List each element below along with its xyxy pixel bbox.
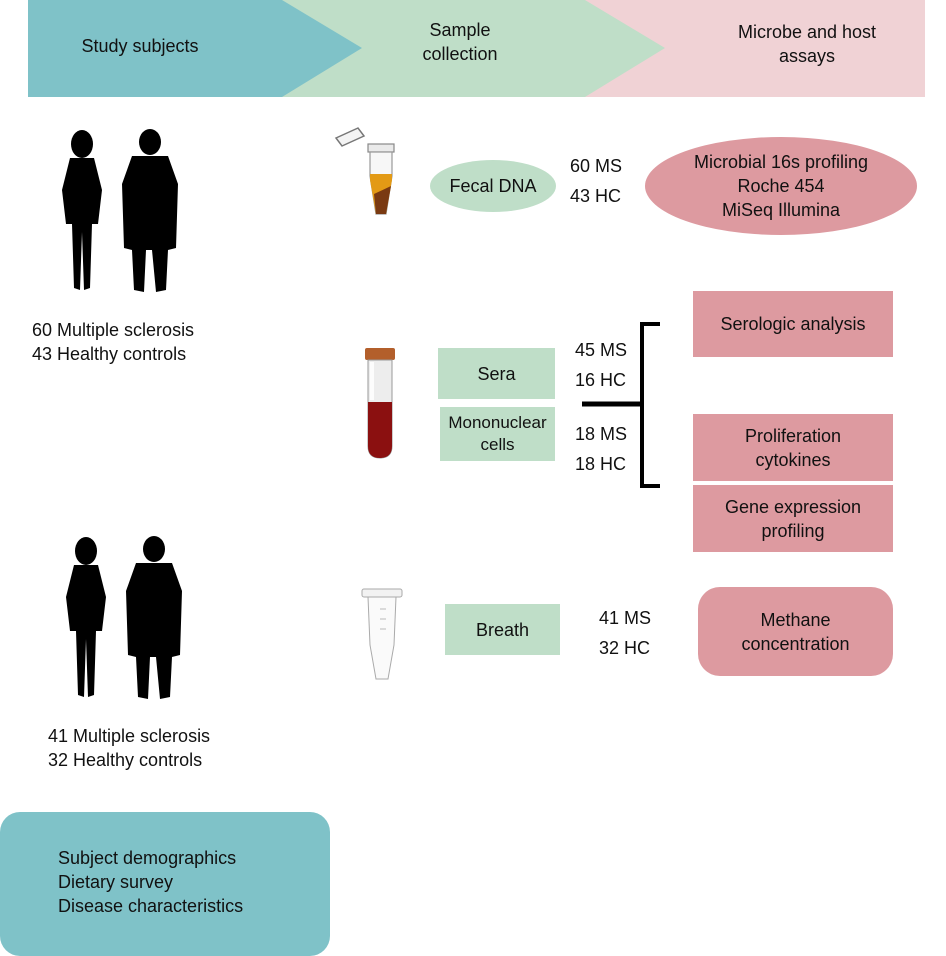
breath-tube-icon [361,588,403,680]
header-banner [28,0,925,97]
person-silhouette-icon [66,536,182,699]
mono-counts: 18 MS 18 HC [575,419,627,479]
sera-box: Sera [438,348,555,399]
header-assays: Microbe and host assays [712,20,902,68]
footer-dietary: Dietary survey [58,872,174,892]
sera-ms-count: 45 MS [575,340,628,360]
mononuclear-line2: cells [480,435,515,454]
microbial-profiling-oval: Microbial 16s profiling Roche 454 MiSeq … [645,137,917,235]
header-assays-line2: assays [778,46,836,66]
blood-tube-icon [365,348,395,459]
header-sample-line2: collection [422,44,498,64]
sera-hc-count: 16 HC [575,370,627,390]
breath-ms-count: 41 MS [599,608,652,628]
microbial-line2: Roche 454 [737,176,825,196]
microbial-line1: Microbial 16s profiling [693,152,869,172]
microbial-line3: MiSeq Illumina [721,200,841,220]
methane-box: Methane concentration [698,587,893,676]
methane-line2: concentration [741,633,850,654]
cohort1-labels: 60 Multiple sclerosis 43 Healthy control… [32,318,194,366]
mononuclear-box: Mononuclear cells [440,407,555,461]
cohort1-ms: 60 Multiple sclerosis [32,320,195,340]
methane-line1: Methane [760,609,831,630]
cohort2-labels: 41 Multiple sclerosis 32 Healthy control… [48,724,210,772]
cohort2-ms: 41 Multiple sclerosis [48,726,211,746]
header-assays-line1: Microbe and host [737,22,877,42]
fecal-ms-count: 60 MS [570,156,623,176]
gene-line1: Gene expression [724,496,862,517]
header-pink-chevron [580,0,925,97]
subject-info-box: Subject demographics Dietary survey Dise… [0,812,330,956]
fecal-tube-icon [334,127,395,215]
fecal-counts: 60 MS 43 HC [570,151,622,211]
mono-hc-count: 18 HC [575,454,627,474]
footer-demographics: Subject demographics [58,848,237,868]
serologic-label: Serologic analysis [720,314,866,334]
fecal-hc-count: 43 HC [570,186,622,206]
person-silhouette-icon [62,129,178,292]
proliferation-line2: cytokines [755,449,831,470]
fecal-dna-oval: Fecal DNA [430,160,556,212]
proliferation-box: Proliferation cytokines [693,414,893,481]
breath-hc-count: 32 HC [599,638,651,658]
breath-box: Breath [445,604,560,655]
serologic-box: Serologic analysis [693,291,893,357]
bracket-connector [582,322,660,488]
breath-counts: 41 MS 32 HC [599,603,651,663]
cohort2-hc: 32 Healthy controls [48,750,203,770]
header-study-subjects: Study subjects [81,36,199,56]
gene-expression-box: Gene expression profiling [693,485,893,552]
proliferation-line1: Proliferation [744,425,842,446]
fecal-dna-label: Fecal DNA [449,176,537,196]
gene-line2: profiling [761,520,825,541]
header-teal-chevron [28,0,362,97]
header-sample-collection: Sample collection [380,18,540,66]
header-green-chevron [276,0,665,97]
footer-disease: Disease characteristics [58,896,244,916]
mono-ms-count: 18 MS [575,424,628,444]
breath-label: Breath [475,619,530,640]
sera-label: Sera [477,363,516,384]
cohort1-hc: 43 Healthy controls [32,344,187,364]
mononuclear-line1: Mononuclear [448,413,547,432]
sera-counts: 45 MS 16 HC [575,335,627,395]
header-sample-line1: Sample [429,20,491,40]
